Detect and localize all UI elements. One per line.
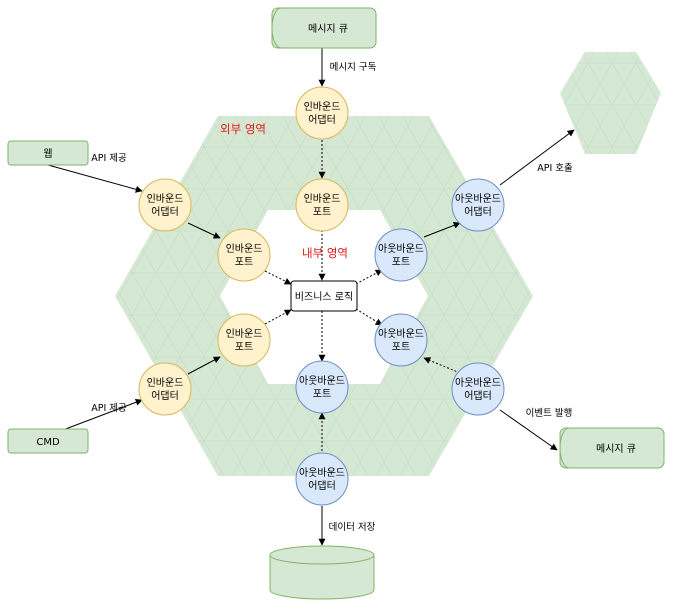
edge-cmd-to-adapter bbox=[54, 398, 143, 434]
outbound-port-right-top: 아웃바운드 포트 bbox=[374, 228, 428, 282]
database bbox=[269, 545, 375, 600]
outbound-port-bottom: 아웃바운드 포트 bbox=[295, 360, 349, 414]
cmd-client-label: CMD bbox=[36, 437, 60, 448]
inbound-adapter-left-bottom: 인바운드 어댑터 bbox=[138, 362, 192, 416]
outbound-adapter-right-bottom-label-1: 아웃바운드 bbox=[455, 377, 501, 389]
outbound-adapter-bottom-label-1: 아웃바운드 bbox=[299, 467, 345, 479]
cmd-client: CMD bbox=[7, 428, 89, 454]
edge-label-api-provide-bottom: API 제공 bbox=[91, 403, 127, 414]
outbound-adapter-right-bottom-label-2: 어댑터 bbox=[464, 390, 492, 402]
inbound-port-left-top: 인바운드 포트 bbox=[217, 228, 271, 282]
outbound-port-right-top-label-1: 아웃바운드 bbox=[378, 243, 424, 255]
edge-label-api-provide-top: API 제공 bbox=[91, 153, 127, 164]
outbound-adapter-right-bottom: 아웃바운드 어댑터 bbox=[451, 362, 505, 416]
edge-label-api-call: API 호출 bbox=[537, 163, 573, 174]
inbound-port-left-bottom: 인바운드 포트 bbox=[217, 313, 271, 367]
outer-zone-label: 외부 영역 bbox=[220, 122, 266, 136]
external-api-hexagon bbox=[560, 52, 661, 154]
outbound-port-right-bottom-label-2: 포트 bbox=[392, 342, 410, 353]
outbound-port-bottom-label-1: 아웃바운드 bbox=[299, 375, 345, 387]
inbound-adapter-top-label-2: 어댑터 bbox=[308, 114, 336, 126]
outer-zone-pattern bbox=[115, 116, 533, 476]
inbound-port-top: 인바운드 포트 bbox=[295, 178, 349, 232]
outbound-port-bottom-label-2: 포트 bbox=[313, 389, 331, 400]
web-client: 웹 bbox=[7, 140, 89, 166]
outbound-port-right-bottom-label-1: 아웃바운드 bbox=[378, 328, 424, 340]
inbound-adapter-left-top-label-2: 어댑터 bbox=[151, 206, 179, 218]
inbound-port-left-bottom-label-2: 포트 bbox=[235, 342, 253, 353]
inbound-adapter-left-bottom-label-2: 어댑터 bbox=[151, 390, 179, 402]
inbound-port-top-label-1: 인바운드 bbox=[304, 193, 341, 205]
outbound-adapter-right-top-label-2: 어댑터 bbox=[464, 206, 492, 218]
inbound-adapter-left-top: 인바운드 어댑터 bbox=[138, 178, 192, 232]
inbound-adapter-left-top-label-1: 인바운드 bbox=[147, 193, 184, 205]
inbound-adapter-top-label-1: 인바운드 bbox=[304, 101, 341, 113]
outbound-adapter-right-top-label-1: 아웃바운드 bbox=[455, 193, 501, 205]
inbound-adapter-left-bottom-label-1: 인바운드 bbox=[147, 377, 184, 389]
edge-web-to-adapter bbox=[47, 164, 143, 193]
outbound-adapter-right-top: 아웃바운드 어댑터 bbox=[451, 178, 505, 232]
outer-zone: 외부 영역 bbox=[115, 116, 533, 476]
edges bbox=[47, 48, 575, 546]
outbound-adapter-bottom-label-2: 어댑터 bbox=[308, 480, 336, 492]
inbound-adapter-top: 인바운드 어댑터 bbox=[295, 86, 349, 140]
edge-adapter-to-queue-right bbox=[499, 409, 558, 451]
edge-business-to-port-right-bottom bbox=[355, 308, 383, 326]
edge-label-event-publish: 이벤트 발행 bbox=[526, 407, 573, 419]
edge-adapter-to-port-left-top bbox=[187, 222, 221, 239]
edge-port-right-top-to-adapter bbox=[423, 222, 461, 238]
inbound-port-left-top-label-2: 포트 bbox=[235, 257, 253, 268]
edge-port-left-bottom-to-business bbox=[264, 309, 292, 325]
edge-adapter-to-port-left-bottom bbox=[187, 356, 221, 375]
message-queue-top: 메시지 큐 bbox=[271, 7, 377, 49]
message-queue-right: 메시지 큐 bbox=[559, 427, 665, 469]
inbound-port-top-label-2: 포트 bbox=[313, 207, 331, 218]
business-logic-label: 비즈니스 로직 bbox=[295, 291, 353, 303]
edge-business-to-port-right-top bbox=[355, 269, 383, 285]
edge-label-data-store: 데이터 저장 bbox=[329, 522, 376, 533]
edge-labels: 메시지 구독 API 제공 API 제공 API 호출 이벤트 발행 데이터 저… bbox=[91, 62, 573, 533]
message-queue-right-label: 메시지 큐 bbox=[596, 443, 636, 455]
outbound-port-right-top-label-2: 포트 bbox=[392, 257, 410, 268]
outbound-adapter-bottom: 아웃바운드 어댑터 bbox=[295, 452, 349, 506]
edge-port-left-top-to-business bbox=[264, 270, 292, 285]
inner-zone-label: 내부 영역 bbox=[302, 246, 348, 260]
message-queue-top-label: 메시지 큐 bbox=[308, 23, 348, 35]
inbound-port-left-top-label-1: 인바운드 bbox=[226, 243, 263, 255]
edge-adapter-to-port-right-bottom bbox=[423, 357, 461, 374]
edge-label-subscribe: 메시지 구독 bbox=[330, 62, 377, 73]
business-logic: 비즈니스 로직 bbox=[290, 280, 358, 312]
web-client-label: 웹 bbox=[43, 148, 52, 160]
external-api-hexagon-pattern bbox=[560, 52, 661, 154]
inbound-port-left-bottom-label-1: 인바운드 bbox=[226, 328, 263, 340]
outbound-port-right-bottom: 아웃바운드 포트 bbox=[374, 313, 428, 367]
edge-adapter-to-external-api bbox=[499, 129, 575, 186]
